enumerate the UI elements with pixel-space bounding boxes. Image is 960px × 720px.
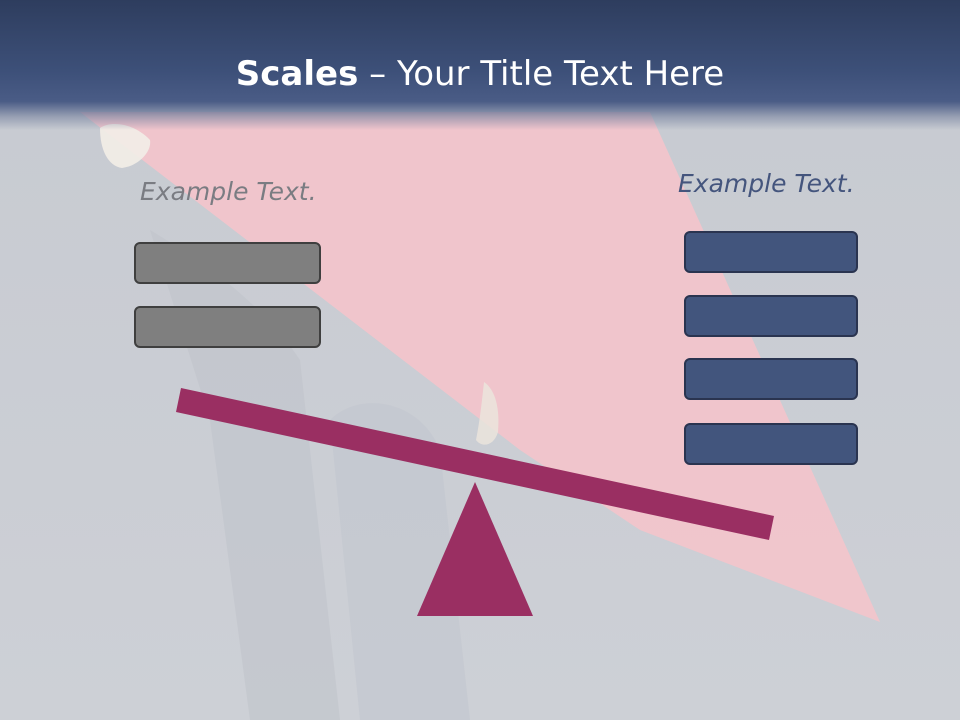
- figure-silhouette: [150, 230, 340, 720]
- figure-silhouette: [330, 403, 470, 720]
- slide-title[interactable]: Scales – Your Title Text Here: [0, 52, 960, 96]
- hand-icon: [476, 382, 499, 445]
- left-text-box-1[interactable]: [134, 242, 321, 284]
- scale-fulcrum-triangle-icon: [417, 482, 533, 616]
- right-text-box-3[interactable]: [684, 358, 858, 400]
- scale-beam: [176, 388, 774, 540]
- slide-title-rest: – Your Title Text Here: [358, 54, 725, 94]
- right-example-text[interactable]: Example Text.: [678, 169, 855, 198]
- right-text-box-1[interactable]: [684, 231, 858, 273]
- hand-icon: [100, 124, 151, 168]
- right-text-box-2[interactable]: [684, 295, 858, 337]
- title-bar: [0, 0, 960, 130]
- right-text-box-4[interactable]: [684, 423, 858, 465]
- left-example-text[interactable]: Example Text.: [140, 177, 317, 206]
- light-beam: [80, 112, 880, 622]
- left-text-box-2[interactable]: [134, 306, 321, 348]
- slide-title-bold: Scales: [235, 54, 359, 94]
